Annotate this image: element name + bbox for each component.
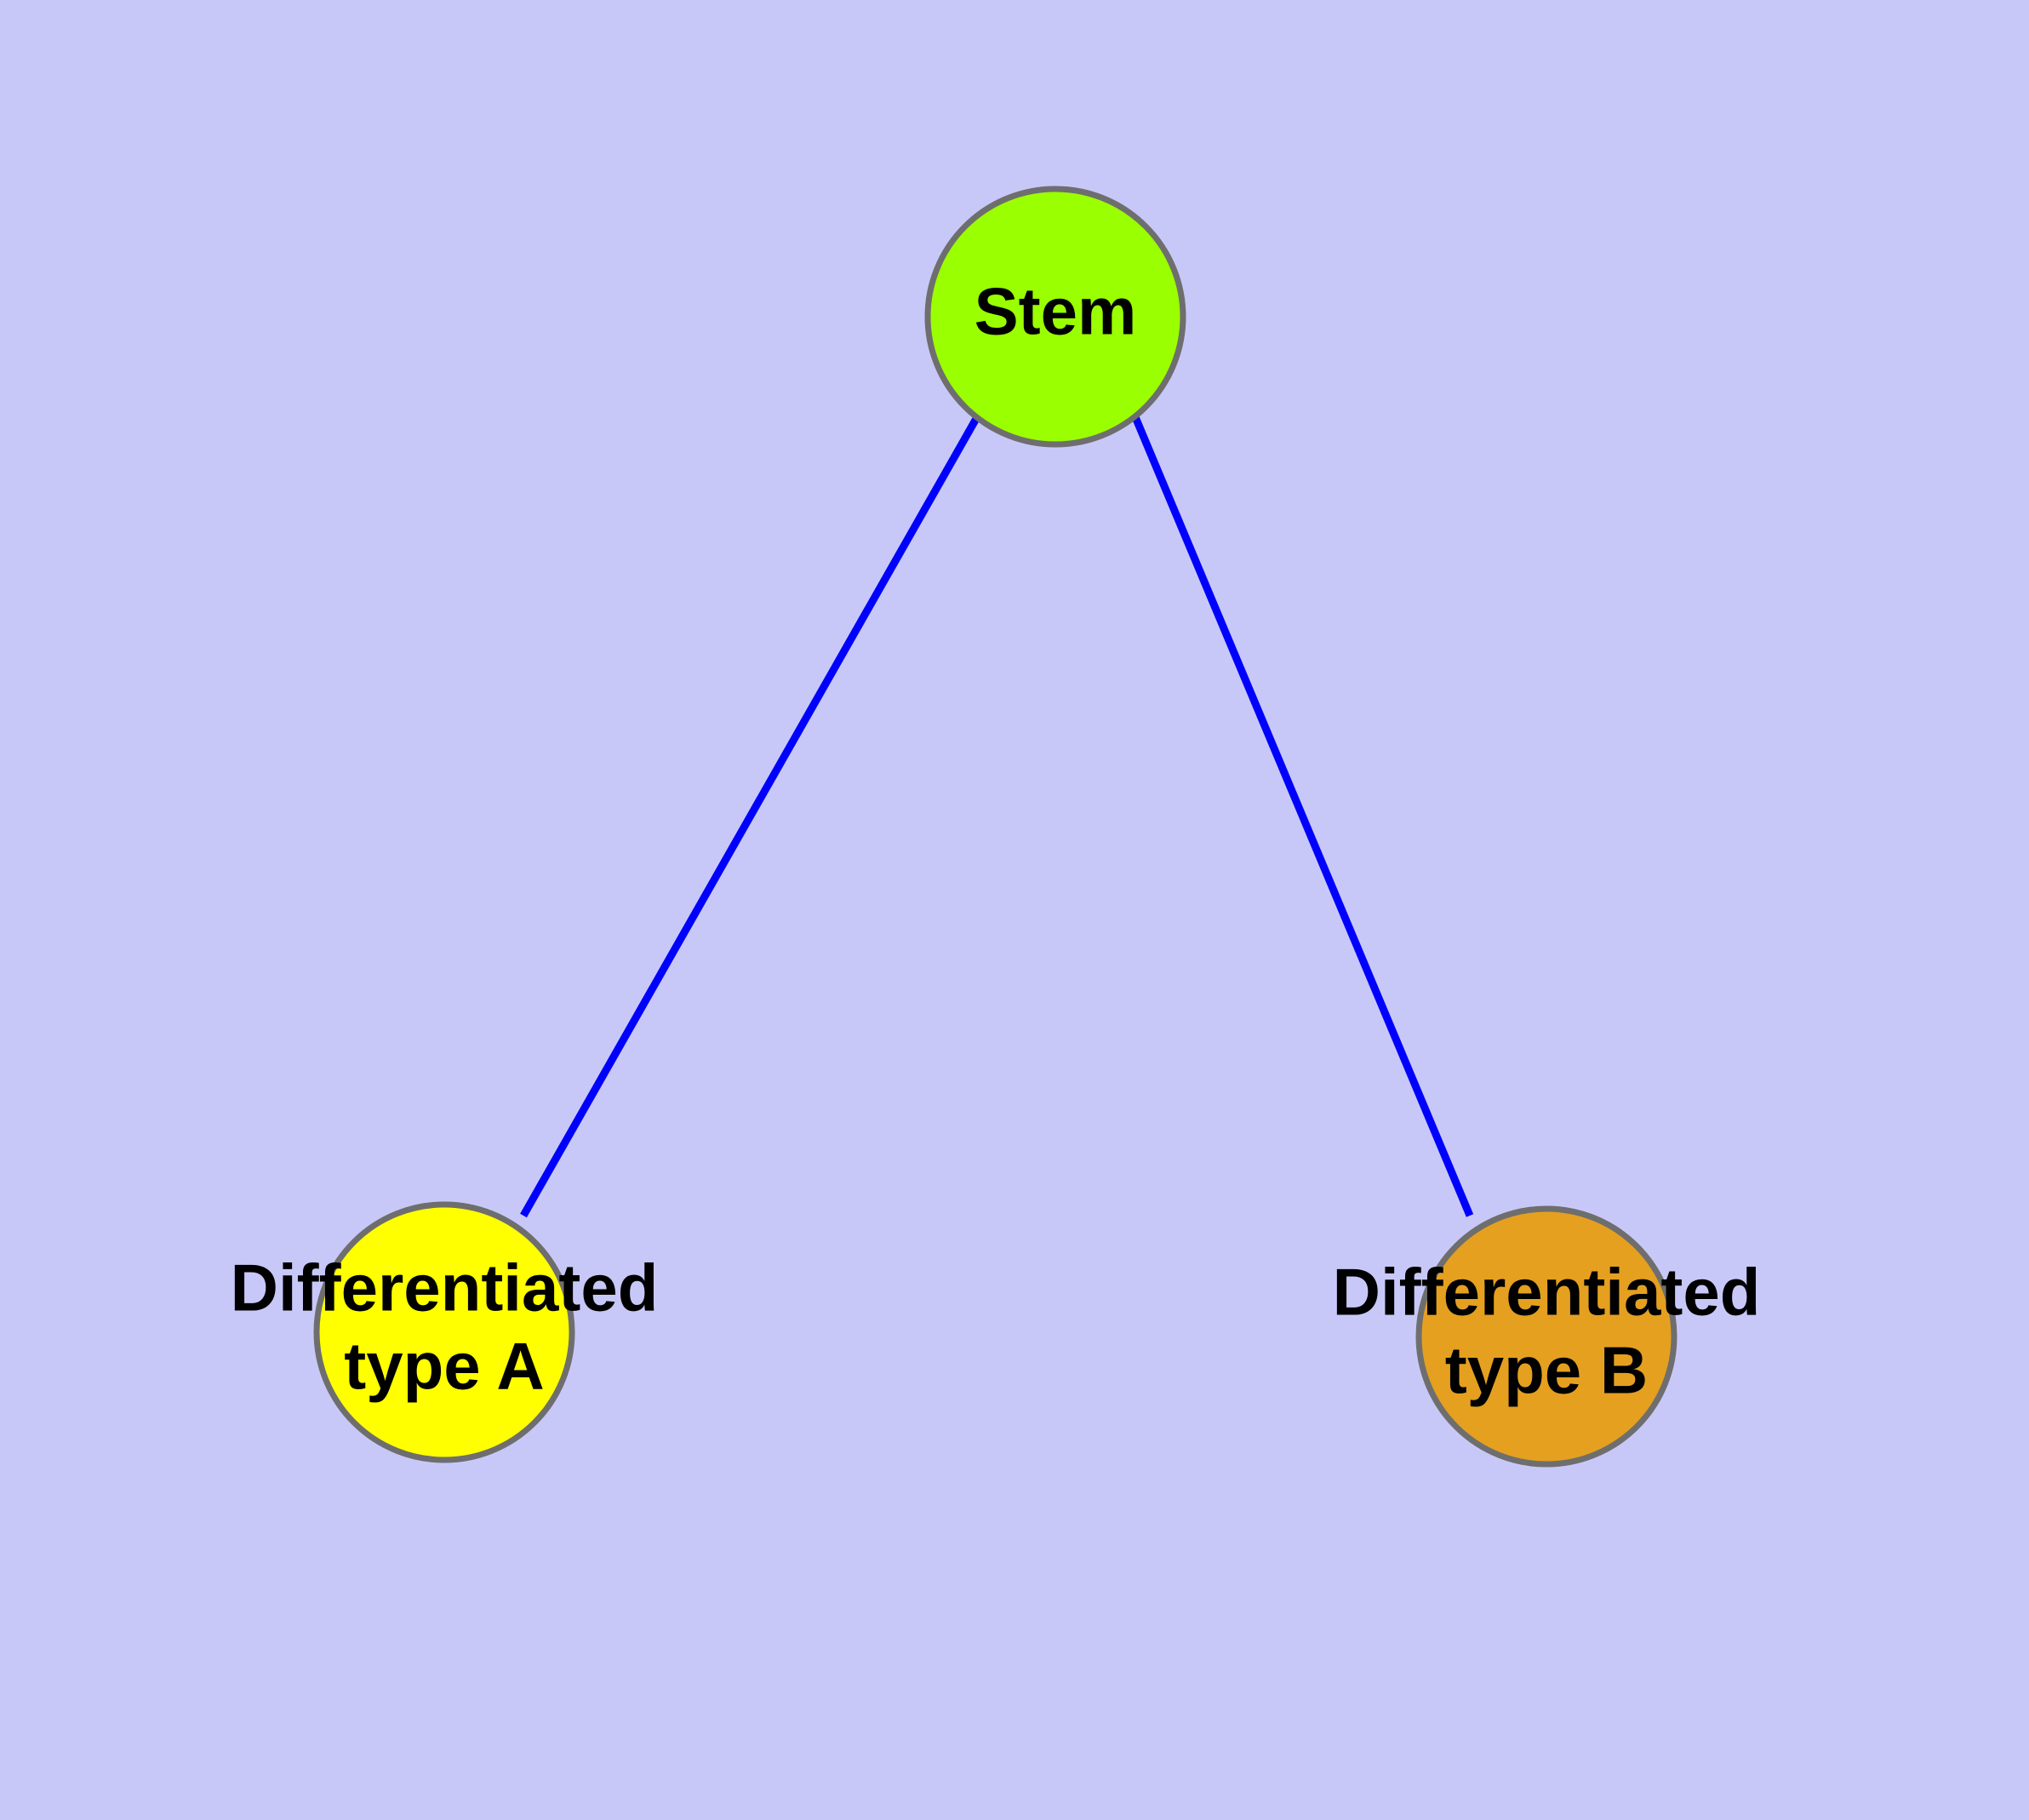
node-label-differentiated-type-a-line2: type A [344,1329,545,1404]
node-label-differentiated-type-b-line2: type B [1445,1333,1648,1408]
edge-stem-to-differentiated-type-b[interactable] [1131,415,1474,1217]
label-layer: Stem Differentiated type A Differentiate… [231,274,1761,1408]
node-differentiated-type-a[interactable] [313,1201,575,1463]
node-stem[interactable] [924,186,1186,448]
node-layer [313,186,1677,1468]
node-label-stem: Stem [974,274,1137,349]
node-label-differentiated-type-a-line1: Differentiated [231,1251,659,1325]
edge-layer [520,415,1474,1218]
edge-stem-to-differentiated-type-a[interactable] [520,415,980,1218]
node-label-differentiated-type-b-line1: Differentiated [1333,1255,1761,1330]
node-differentiated-type-b[interactable] [1415,1205,1677,1468]
